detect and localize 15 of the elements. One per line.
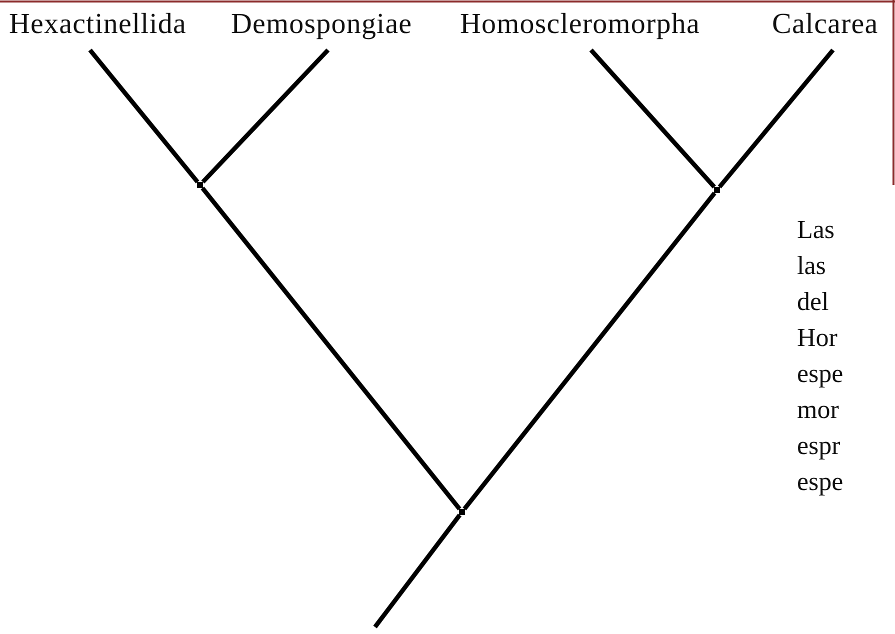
branch-line (373, 514, 462, 628)
branch-point (714, 187, 720, 193)
taxon-label: Demospongiae (231, 8, 412, 50)
branch-point (197, 182, 203, 188)
taxon-label: Hexactinellida (9, 8, 186, 50)
branch-line (200, 186, 462, 510)
taxon-label: Homoscleromorpha (460, 8, 700, 50)
taxon-label: Calcarea (772, 8, 878, 50)
branch-line (589, 48, 716, 188)
branch-line (718, 48, 835, 188)
branch-line (201, 48, 330, 184)
branch-point (459, 509, 465, 515)
branch-line (88, 48, 200, 184)
description-text: Las las del Hor espe mor espr espe (797, 214, 844, 498)
branch-line (462, 192, 716, 510)
